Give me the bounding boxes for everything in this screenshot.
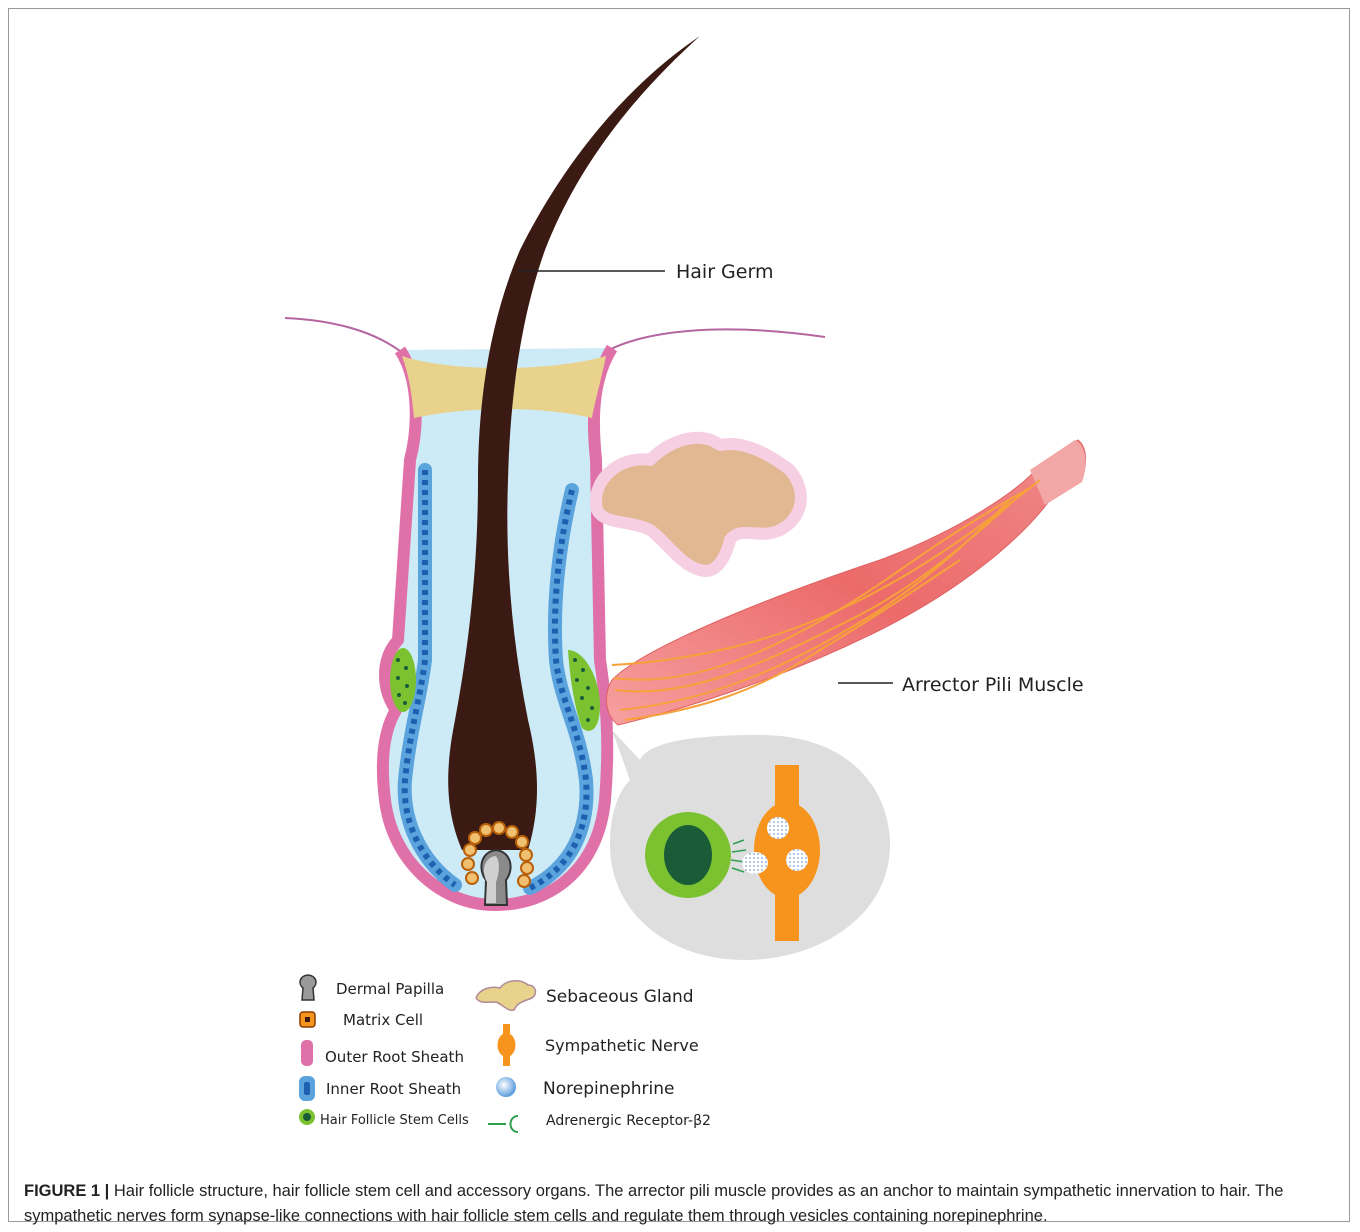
- legend-label-stem-cells: Hair Follicle Stem Cells: [320, 1113, 469, 1128]
- stem-cell-nucleus: [664, 825, 712, 885]
- legend: Dermal Papilla Matrix Cell Outer Root Sh…: [299, 975, 711, 1132]
- norepinephrine-icon: [496, 1077, 516, 1097]
- adrenergic-receptor-icon: [488, 1116, 518, 1132]
- legend-label-sympathetic-nerve: Sympathetic Nerve: [545, 1036, 699, 1055]
- dermal-papilla-icon: [300, 975, 316, 1000]
- sebaceous-gland: [596, 438, 801, 571]
- legend-label-outer-root-sheath: Outer Root Sheath: [325, 1048, 464, 1066]
- skin-surface-left: [285, 318, 405, 355]
- sebaceous-gland-icon: [476, 981, 535, 1011]
- stem-cells-left: [390, 648, 416, 712]
- outer-root-sheath-icon: [301, 1040, 313, 1066]
- hair-follicle-diagram: Hair Germ Arrector Pili Muscle Dermal Pa…: [0, 0, 1360, 1170]
- legend-label-inner-root-sheath: Inner Root Sheath: [326, 1080, 461, 1098]
- legend-label-norepinephrine: Norepinephrine: [543, 1079, 674, 1099]
- caption-text: Hair follicle structure, hair follicle s…: [24, 1182, 1283, 1225]
- legend-label-adrenergic-receptor: Adrenergic Receptor-β2: [546, 1113, 711, 1129]
- caption-label: FIGURE 1 |: [24, 1182, 109, 1200]
- figure-caption: FIGURE 1 | Hair follicle structure, hair…: [24, 1179, 1342, 1229]
- sympathetic-nerve-icon: [498, 1024, 516, 1066]
- skin-surface-right: [600, 329, 825, 355]
- legend-label-matrix-cell: Matrix Cell: [343, 1011, 423, 1029]
- hair-germ-label: Hair Germ: [676, 261, 773, 283]
- legend-label-dermal-papilla: Dermal Papilla: [336, 980, 444, 998]
- arrector-label: Arrector Pili Muscle: [902, 674, 1084, 696]
- inner-root-sheath-icon-core: [304, 1082, 310, 1095]
- stem-cell-icon-nucleus: [303, 1113, 311, 1121]
- matrix-cell-icon-nucleus: [305, 1017, 310, 1022]
- legend-label-sebaceous-gland: Sebaceous Gland: [546, 987, 694, 1007]
